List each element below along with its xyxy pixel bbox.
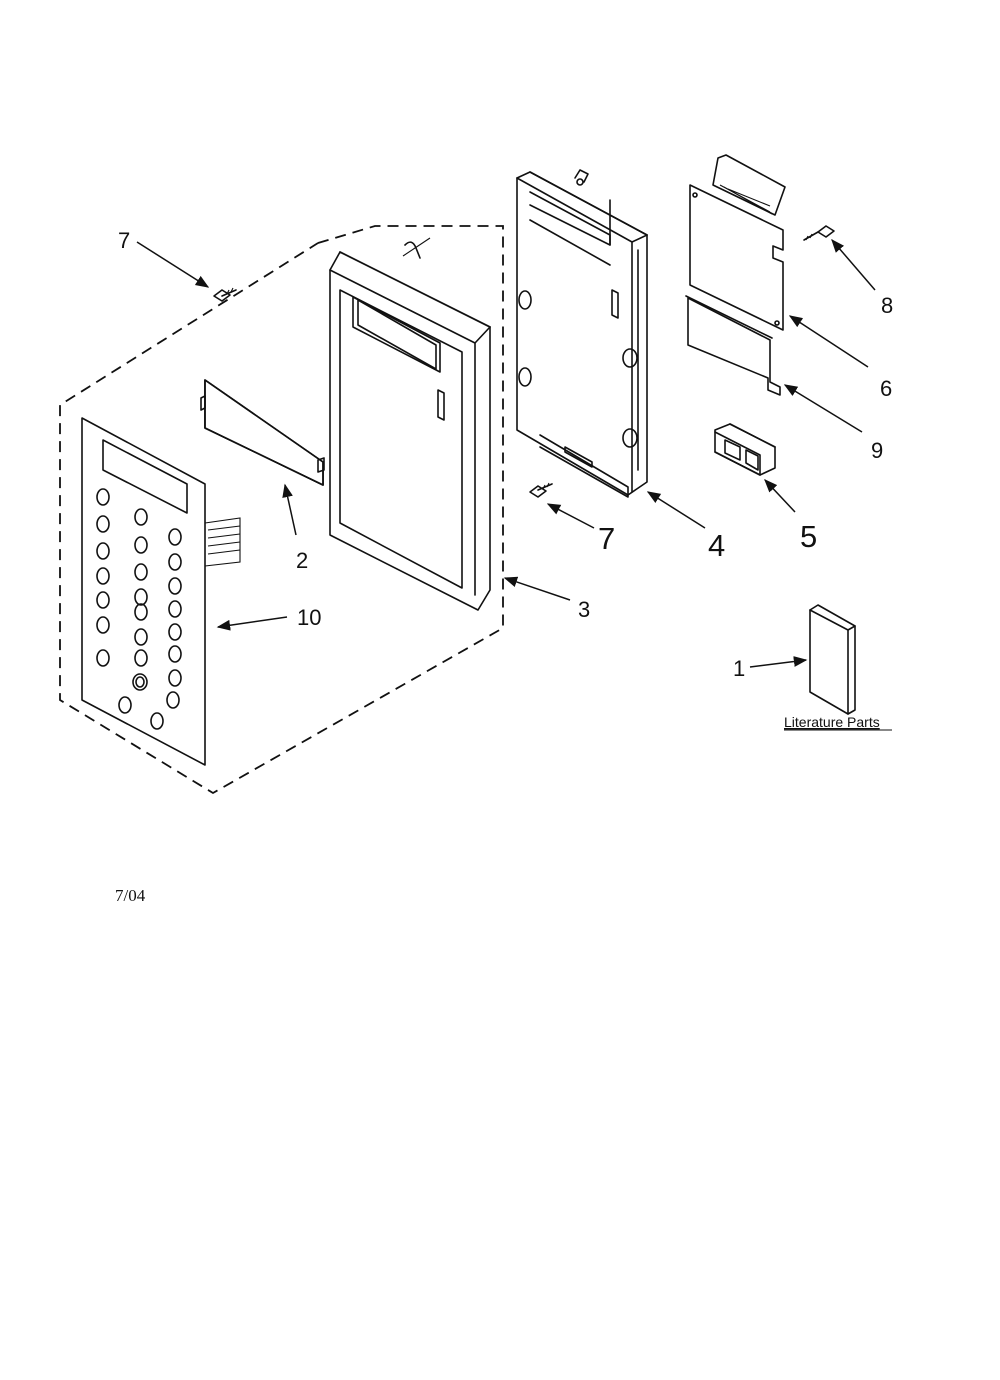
callout-arrow-7-top: [136, 241, 210, 288]
callout-arrow-10: [216, 616, 288, 631]
screw-part-8: [803, 225, 835, 241]
literature-booklet-part: [809, 604, 856, 715]
bracket-part: [714, 423, 776, 476]
callout-1: 1: [733, 656, 745, 681]
callout-8: 8: [881, 293, 893, 318]
callout-4: 4: [708, 528, 725, 563]
callout-3: 3: [578, 597, 590, 622]
screw-top-part: [213, 287, 237, 302]
callout-5: 5: [800, 519, 817, 554]
insulator-sheet-part: [685, 295, 781, 396]
callout-arrow-6: [788, 315, 869, 368]
callout-2: 2: [296, 548, 308, 573]
keypad-membrane-part: [81, 417, 241, 766]
callout-arrow-1: [749, 656, 808, 668]
callout-arrow-7-mid: [546, 503, 595, 529]
callout-9: 9: [871, 438, 883, 463]
callout-10: 10: [297, 605, 321, 630]
callout-6: 6: [880, 376, 892, 401]
control-housing-part: [516, 169, 648, 498]
callout-7-mid: 7: [598, 521, 615, 556]
window-panel-part: [200, 379, 325, 486]
callout-arrow-2: [282, 483, 297, 536]
assembly-dashed-outline: [59, 225, 504, 795]
screw-mid-part: [529, 482, 553, 498]
callout-arrow-5: [764, 479, 796, 513]
date-code: 7/04: [115, 886, 146, 905]
callout-arrow-3: [503, 576, 571, 601]
control-panel-frame-part: [329, 237, 491, 611]
callout-7-top: 7: [118, 228, 130, 253]
callout-arrow-9: [783, 384, 863, 433]
literature-parts-label: Literature Parts: [784, 714, 880, 730]
callout-arrow-4: [646, 491, 706, 529]
circuit-board-part: [689, 154, 786, 331]
callout-arrow-8: [831, 238, 876, 291]
